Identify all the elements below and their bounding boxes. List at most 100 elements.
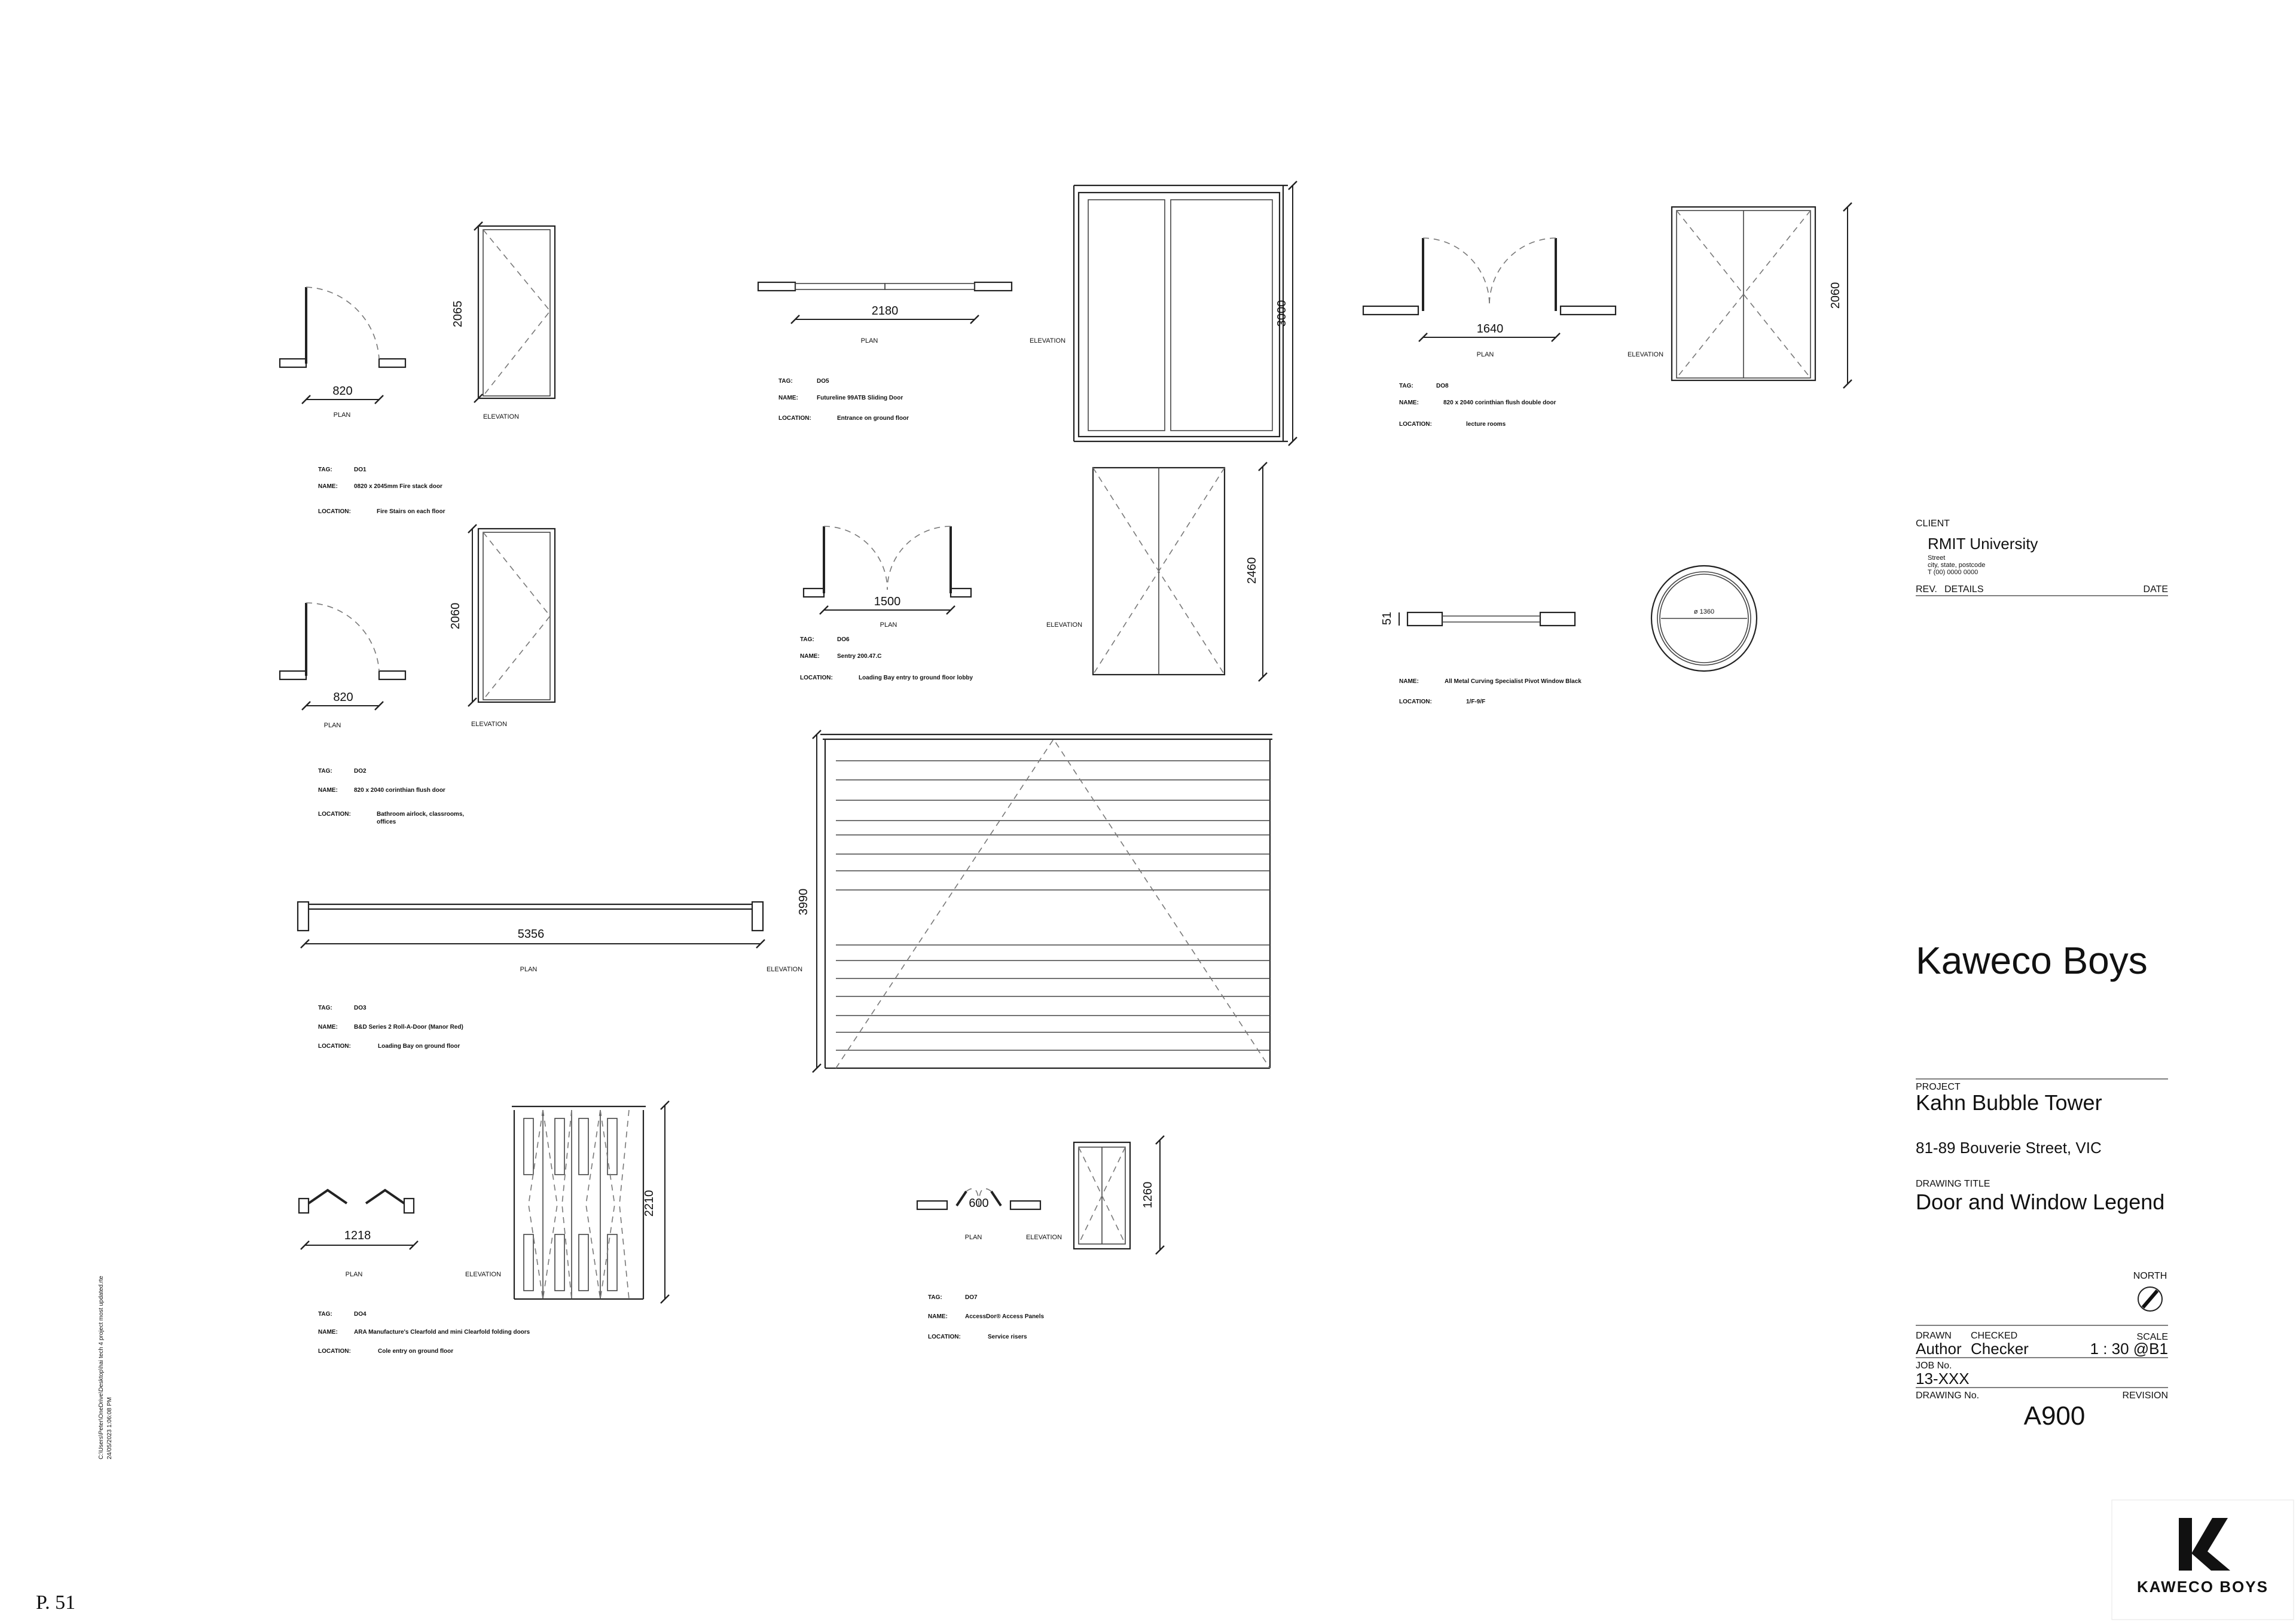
- svg-text:TAG:: TAG:: [928, 1294, 942, 1301]
- north-arrow-icon: [2138, 1286, 2163, 1312]
- do8-location: lecture rooms: [1466, 421, 1506, 428]
- do4-width: 1218: [344, 1229, 371, 1242]
- drawing-title-label: DRAWING TITLE: [1916, 1179, 1990, 1189]
- do6-height: 2460: [1245, 557, 1259, 584]
- svg-text:LOCATION:: LOCATION:: [928, 1334, 961, 1340]
- project-label: PROJECT: [1916, 1082, 1961, 1092]
- project-address: 81-89 Bouverie Street, VIC: [1916, 1139, 2102, 1157]
- do5-tag: DO5: [817, 378, 829, 385]
- client-label: CLIENT: [1916, 519, 1950, 529]
- do6-plan: 1500 PLAN: [802, 526, 972, 629]
- svg-text:TAG:: TAG:: [1399, 383, 1413, 389]
- door-do4: 1218 PLAN: [298, 1100, 670, 1355]
- job-label: JOB No.: [1916, 1361, 1952, 1371]
- window-pivot: 51 ø 1360 NAME: All Metal Curving Specia…: [1381, 565, 1758, 705]
- do4-elevation: 2210 ELEVATION: [465, 1100, 670, 1304]
- do1-elevation: 2065 ELEVATION: [451, 221, 556, 420]
- do1-elevation-label: ELEVATION: [483, 413, 519, 420]
- svg-text:NAME:: NAME:: [1399, 400, 1419, 406]
- rev-label: REV.: [1916, 584, 1937, 594]
- do8-elevation: 2060 ELEVATION: [1628, 202, 1852, 389]
- do8-tag: DO8: [1436, 383, 1449, 389]
- file-date: 24/05/2023 1:06:08 PM: [106, 1397, 113, 1459]
- do8-height: 2060: [1829, 282, 1842, 309]
- do2-elevation-label: ELEVATION: [471, 721, 507, 728]
- drawing-title: Door and Window Legend: [1916, 1190, 2164, 1214]
- svg-text:NAME:: NAME:: [1399, 678, 1419, 685]
- svg-text:NAME:: NAME:: [800, 653, 820, 660]
- window-elevation: ø 1360: [1650, 565, 1758, 672]
- do3-location: Loading Bay on ground floor: [378, 1043, 460, 1050]
- do4-plan: 1218 PLAN: [298, 1188, 419, 1278]
- do2-name: 820 x 2040 corinthian flush door: [354, 787, 445, 794]
- do3-name: B&D Series 2 Roll-A-Door (Manor Red): [354, 1024, 463, 1030]
- logo-mark-icon: [2179, 1518, 2230, 1571]
- do5-plan-label: PLAN: [861, 337, 878, 344]
- svg-text:LOCATION:: LOCATION:: [318, 811, 351, 818]
- do6-name: Sentry 200.47.C: [837, 653, 882, 660]
- svg-text:TAG:: TAG:: [318, 768, 332, 775]
- do7-schedule: TAG: DO7 NAME: AccessDor® Access Panels …: [928, 1294, 1045, 1340]
- client-street: Street: [1928, 554, 1945, 562]
- do5-elevation: 3000 ELEVATION: [1030, 181, 1297, 446]
- do2-width: 820: [333, 691, 353, 704]
- do1-schedule: TAG: DO1 NAME: 0820 x 2045mm Fire stack …: [318, 467, 445, 515]
- date-label: DATE: [2144, 584, 2168, 594]
- do6-elevation-label: ELEVATION: [1046, 621, 1082, 629]
- do6-tag: DO6: [837, 636, 850, 643]
- window-schedule: NAME: All Metal Curving Specialist Pivot…: [1399, 678, 1581, 705]
- scale-value: 1 : 30 @B1: [2090, 1340, 2168, 1358]
- svg-text:LOCATION:: LOCATION:: [318, 508, 351, 515]
- do3-plan: 5356 PLAN: [297, 901, 765, 973]
- title-block: CLIENT RMIT University Street city, stat…: [1916, 519, 2168, 1431]
- do7-elevation: 1260 ELEVATION: [1026, 1135, 1165, 1255]
- do7-height: 1260: [1141, 1182, 1155, 1209]
- do1-plan: 820 PLAN: [279, 286, 407, 419]
- door-do7: 600 PLAN 1260 ELEVATION TAG: DO7 NAME: A…: [916, 1135, 1165, 1340]
- svg-text:LOCATION:: LOCATION:: [1399, 421, 1432, 428]
- svg-text:TAG:: TAG:: [800, 636, 814, 643]
- do4-height: 2210: [643, 1190, 656, 1217]
- svg-text:LOCATION:: LOCATION:: [318, 1348, 351, 1355]
- do6-width: 1500: [874, 595, 901, 608]
- do3-height: 3990: [797, 889, 810, 916]
- do1-height: 2065: [451, 301, 465, 328]
- svg-text:NAME:: NAME:: [318, 1024, 338, 1030]
- window-name: All Metal Curving Specialist Pivot Windo…: [1445, 678, 1581, 685]
- do5-name: Futureline 99ATB Sliding Door: [817, 395, 903, 401]
- revision-label: REVISION: [2123, 1391, 2168, 1401]
- drawn-label: DRAWN: [1916, 1331, 1952, 1341]
- do8-plan: 1640 PLAN: [1362, 237, 1617, 358]
- checked-by: Checker: [1971, 1340, 2029, 1358]
- do1-tag: DO1: [354, 467, 367, 473]
- svg-text:NAME:: NAME:: [318, 787, 338, 794]
- do5-location: Entrance on ground floor: [837, 415, 909, 422]
- svg-text:LOCATION:: LOCATION:: [778, 415, 811, 422]
- do8-elevation-label: ELEVATION: [1628, 351, 1663, 358]
- do5-height: 3000: [1275, 300, 1289, 327]
- svg-text:TAG:: TAG:: [318, 1005, 332, 1011]
- client-city: city, state, postcode: [1928, 562, 1985, 569]
- do4-plan-label: PLAN: [346, 1271, 363, 1278]
- do3-tag: DO3: [354, 1005, 367, 1011]
- do6-plan-label: PLAN: [880, 621, 897, 629]
- svg-text:TAG:: TAG:: [318, 1311, 332, 1318]
- drawing-number: A900: [2024, 1401, 2086, 1431]
- do4-elevation-label: ELEVATION: [465, 1271, 501, 1278]
- do4-tag: DO4: [354, 1311, 367, 1318]
- job-number: 13-XXX: [1916, 1370, 1970, 1388]
- do2-schedule: TAG: DO2 NAME: 820 x 2040 corinthian flu…: [318, 768, 464, 825]
- do3-schedule: TAG: DO3 NAME: B&D Series 2 Roll-A-Door …: [318, 1005, 463, 1050]
- svg-text:LOCATION:: LOCATION:: [1399, 699, 1432, 705]
- do1-plan-label: PLAN: [334, 411, 351, 419]
- client-phone: T (00) 0000 0000: [1928, 569, 1978, 576]
- do5-elevation-label: ELEVATION: [1030, 337, 1065, 344]
- door-do6: 1500 PLAN 2460 ELEVATION TAG: DO6 NAME: …: [800, 462, 1268, 682]
- do7-plan-label: PLAN: [965, 1234, 982, 1241]
- kaweco-logo: KAWECO BOYS: [2111, 1499, 2294, 1620]
- do6-location: Loading Bay entry to ground floor lobby: [859, 675, 973, 681]
- do1-location: Fire Stairs on each floor: [377, 508, 445, 515]
- svg-text:LOCATION:: LOCATION:: [318, 1043, 351, 1050]
- door-do5: 2180 PLAN 3000 ELEVATION TAG: DO5 NAME: …: [757, 181, 1297, 446]
